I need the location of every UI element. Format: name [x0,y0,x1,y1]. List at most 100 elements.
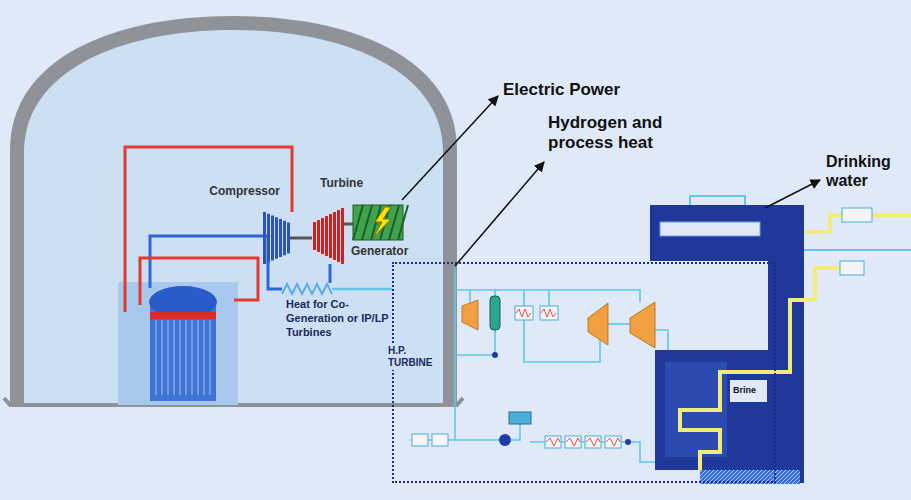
pipe [454,268,456,440]
compressor-symbol: Compressor [262,212,290,264]
fuel-rod [174,320,175,395]
compressor-blade [267,214,270,263]
fuel-rod [192,320,193,395]
hx-coil [546,438,620,446]
heat-exchanger: Heat for Co-Generation or IP/LP Turbines [282,283,332,295]
containment-interior [24,30,443,405]
fuel-rod [210,320,211,395]
fuel-rod [156,320,157,395]
evaporator-tank [650,205,768,261]
hp-turbine [588,303,608,345]
brine-window [730,380,767,402]
output-label: Electric Power [503,80,663,100]
node-outline [394,264,778,485]
heat-coil [282,284,332,294]
heat-exchanger [565,436,581,448]
leader-arrow [765,180,820,208]
product-line [804,249,911,251]
leader-arrow [455,162,544,266]
cooler [840,261,864,275]
pipe [455,290,495,355]
distillate-tray [660,222,760,236]
desalination-tower [768,205,804,483]
leader-arrow [402,96,498,200]
turbine-blade [337,210,340,262]
turbine-exhaust [329,264,332,283]
heating-pipes [680,215,911,470]
heat-exchanger [432,434,448,446]
yellow-pipe [790,300,815,340]
turbine-blade [341,208,344,264]
lightning-bolt [373,207,391,238]
pipe [524,290,549,306]
compressor-blade [283,221,286,256]
node-label: H.P. TURBINE [386,344,442,370]
heat-exchanger [515,306,533,320]
node-outline [282,283,332,295]
vessel-band [150,312,216,319]
node-label: Heat for Co-Generation or IP/LP Turbines [286,298,390,339]
generator-winding [389,205,399,240]
turbine-blade [325,216,328,256]
fuel-rod [162,320,163,395]
valve [492,352,498,358]
connector [344,223,353,226]
heat-exchanger [545,436,561,448]
containment-wall [10,16,457,405]
output-label: Brine [733,385,767,395]
output-arrows [402,96,820,266]
hot-loop [125,147,292,312]
vessel-head [149,286,217,318]
separator [509,412,531,424]
node-label: Turbine [320,176,363,190]
turbine-blade [333,212,336,260]
compressor-blade [279,219,282,257]
fuel-rod [198,320,199,395]
node-outline [353,205,403,240]
output-label: Drinking water [826,152,906,190]
connector [290,237,312,240]
fuel-rods [156,320,210,395]
small-turbine [462,300,478,330]
cooler [842,208,872,222]
turbine-blade [313,222,316,250]
turbine-blade [321,218,324,254]
compressor-blade [271,216,274,261]
valve [625,439,631,445]
pipe [469,290,471,302]
turbine-symbol: Turbine [312,208,344,264]
yellow-pipe [815,268,840,300]
compressor-blade [287,223,290,254]
fuel-rod [186,320,187,395]
heat-exchanger [412,434,428,446]
reactor-vessel [150,305,216,401]
inner-loop [140,258,258,305]
heat-exchanger [605,436,621,448]
fuel-rod [168,320,169,395]
output-label: Hydrogen and process heat [548,113,698,154]
turbine-blade [317,220,320,252]
vapour-line [690,196,745,205]
generator-winding [362,205,372,240]
node-label: Generator [351,244,408,258]
pipe [608,323,630,325]
lp-turbine [630,302,655,348]
connector [332,288,392,291]
node-outline [262,212,290,264]
generator-winding [398,205,408,240]
compressor-blade [275,217,278,259]
turbine-blade [329,214,332,258]
yellow-pipe [680,340,790,470]
hx-coil [516,309,531,317]
generator-body [353,205,403,240]
fuel-rod [204,320,205,395]
node-outline [312,208,344,264]
reactor-column [490,296,500,330]
cold-loop [150,236,282,289]
fuel-rod [180,320,181,395]
hx-coil [541,309,556,317]
generator-symbol: Generator [353,205,403,240]
generator-winding [353,205,363,240]
